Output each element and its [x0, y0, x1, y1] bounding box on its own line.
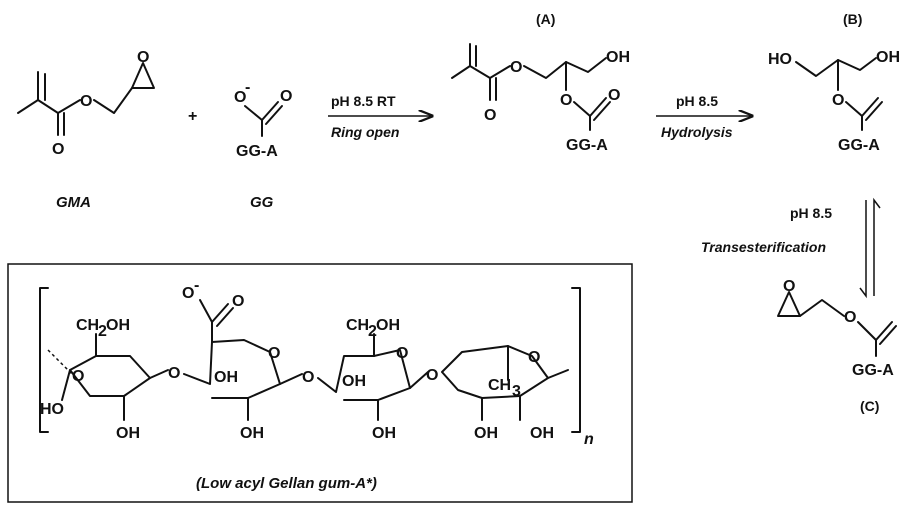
ring3-ch2oh-sub: 2: [368, 323, 377, 340]
link1-o: O: [168, 365, 180, 382]
ring-open-arrow: pH 8.5 RT Ring open: [328, 93, 432, 140]
gg-label: GG: [250, 194, 274, 211]
ring-open-label: Ring open: [331, 124, 399, 140]
product-c: O O GG-A (C): [777, 278, 897, 414]
a-hydroxyl: OH: [606, 49, 630, 66]
repeat-n: n: [584, 431, 594, 448]
stage-a-label: (A): [536, 11, 555, 27]
plus-sign: +: [188, 108, 197, 125]
link2-o: O: [302, 369, 314, 386]
gellan-caption: (Low acyl Gellan gum-A*): [196, 475, 377, 492]
ring3-oh-b: OH: [372, 425, 396, 442]
ring2-charge: -: [194, 277, 199, 294]
product-a: (A) O O OH O O GG-A: [451, 11, 630, 154]
ring1-ch2oh-oh: OH: [106, 317, 130, 334]
gma-epoxide-o: O: [137, 49, 149, 66]
ring4-oh-b: OH: [530, 425, 554, 442]
ring1-ho: HO: [40, 401, 64, 418]
ring1-o: O: [72, 368, 84, 385]
ring4-o: O: [528, 349, 540, 366]
ring3-ch2oh-oh: OH: [376, 317, 400, 334]
ring3-ch2oh-ch: CH: [346, 317, 369, 334]
gellan-gum-box: n CH 2 OH O HO OH O O - O O OH OH O CH 2: [7, 263, 633, 503]
b-gga: GG-A: [838, 137, 880, 154]
a-carbonyl-o: O: [484, 107, 496, 124]
transesterification-equilibrium: pH 8.5 Transesterification: [701, 197, 881, 299]
gg-carboxylate-o: O: [234, 89, 246, 106]
ring4-ch3-ch: CH: [488, 377, 511, 394]
b-hydroxyl-left: HO: [768, 51, 792, 68]
link3-o: O: [426, 367, 438, 384]
ring-open-condition: pH 8.5 RT: [331, 93, 396, 109]
gma-carbonyl-o: O: [52, 141, 64, 158]
gma-ester-o: O: [80, 93, 92, 110]
ring2-oh-a: OH: [214, 369, 238, 386]
stage-c-label: (C): [860, 398, 879, 414]
a-link-o: O: [560, 92, 572, 109]
ring2-carboxylate-o: O: [182, 285, 194, 302]
b-hydroxyl-right: OH: [876, 49, 900, 66]
gg-carboxylate: O - O GG-A GG: [234, 79, 292, 211]
ring2-carbonyl-o: O: [232, 293, 244, 310]
ring2-oh-b: OH: [240, 425, 264, 442]
hydrolysis-condition: pH 8.5: [676, 93, 718, 109]
a-ester-o: O: [510, 59, 522, 76]
ring4-oh-a: OH: [474, 425, 498, 442]
a-carbonyl2-o: O: [608, 87, 620, 104]
hydrolysis-label: Hydrolysis: [661, 124, 733, 140]
trans-condition: pH 8.5: [790, 205, 832, 221]
ring1-ch2oh-sub: 2: [98, 323, 107, 340]
c-gga: GG-A: [852, 362, 894, 379]
gg-carbonyl-o: O: [280, 88, 292, 105]
c-epoxide-o: O: [783, 278, 795, 295]
a-gga: GG-A: [566, 137, 608, 154]
c-ester-o: O: [844, 309, 856, 326]
b-link-o: O: [832, 92, 844, 109]
stage-b-label: (B): [843, 11, 862, 27]
hydrolysis-arrow: pH 8.5 Hydrolysis: [656, 93, 752, 140]
trans-label: Transesterification: [701, 239, 826, 255]
product-b: (B) HO OH O GG-A: [768, 11, 900, 154]
gg-charge: -: [245, 79, 250, 96]
gma-label: GMA: [56, 194, 91, 211]
ring2-o: O: [268, 345, 280, 362]
ring3-o: O: [396, 345, 408, 362]
gma-molecule: O O O GMA: [17, 49, 155, 211]
ring3-oh-a: OH: [342, 373, 366, 390]
gg-gga: GG-A: [236, 143, 278, 160]
ring1-ch2oh-ch: CH: [76, 317, 99, 334]
ring1-oh: OH: [116, 425, 140, 442]
ring4-ch3-sub: 3: [512, 383, 521, 400]
